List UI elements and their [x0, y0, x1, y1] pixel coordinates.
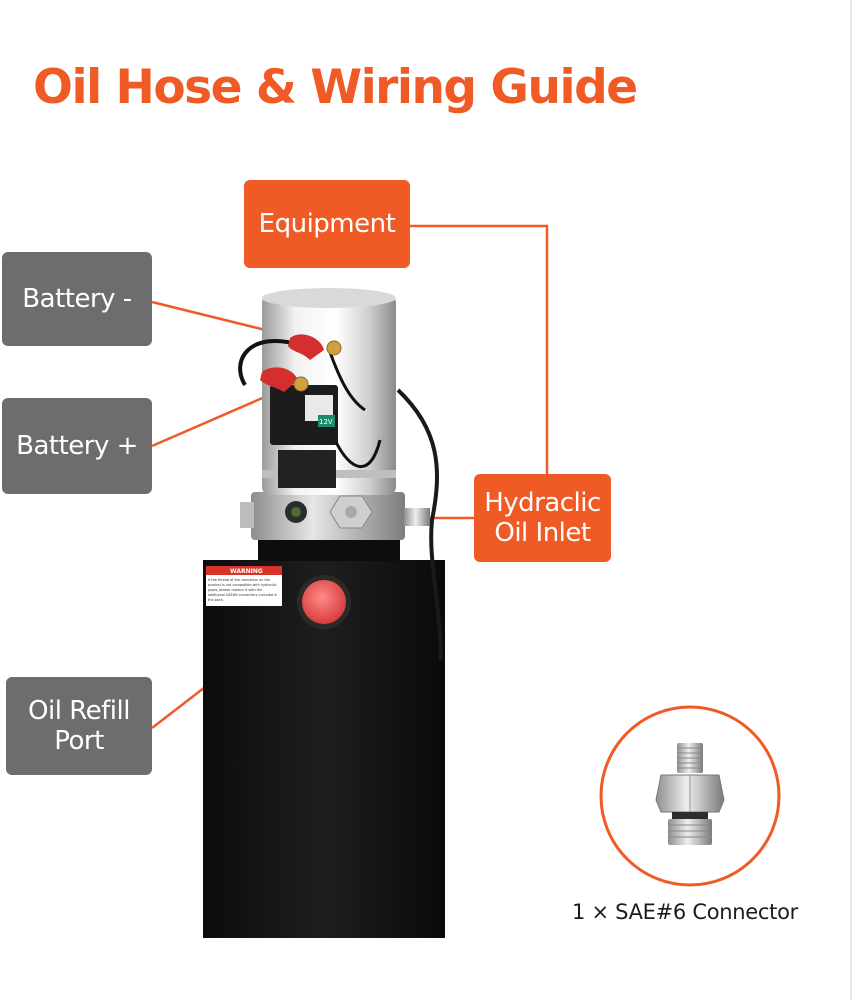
connector-caption: 1 × SAE#6 Connector	[572, 900, 798, 924]
leader-equipment	[410, 224, 549, 474]
refill-cap	[302, 580, 346, 624]
relay-voltage: 12V	[319, 418, 333, 426]
warning-line-3: pipes, please replace it with the	[208, 588, 262, 592]
label-battery-neg: Battery -	[2, 252, 152, 346]
motor-top	[262, 288, 396, 308]
warning-sticker: WARNING If the thread of the connector o…	[206, 566, 282, 606]
hydraulic-hose	[396, 388, 443, 661]
warning-line-2: product is not compatible with hydraulic	[208, 583, 277, 587]
warning-heading: WARNING	[230, 568, 263, 575]
warning-line-1: If the thread of the connector on the	[208, 578, 270, 582]
label-battery-pos-text: Battery +	[16, 431, 138, 461]
label-hydraulic-inlet: Hydraclic Oil Inlet	[474, 474, 611, 562]
label-equipment: Equipment	[244, 180, 410, 268]
sae6-connector-icon	[655, 743, 725, 845]
page-title: Oil Hose & Wiring Guide	[33, 60, 638, 115]
page-edge	[850, 0, 852, 1000]
inlet-fitting	[404, 508, 430, 526]
label-oil-refill: Oil Refill Port	[6, 677, 152, 775]
battery-pos-terminal	[260, 367, 298, 392]
label-battery-pos: Battery +	[2, 398, 152, 494]
label-hydraulic-inlet-text: Hydraclic Oil Inlet	[484, 488, 601, 548]
label-equipment-text: Equipment	[258, 209, 396, 239]
label-oil-refill-text: Oil Refill Port	[28, 696, 130, 756]
warning-line-4: additional SAE#6 connectors included in	[208, 593, 277, 597]
relay-tag	[318, 415, 335, 427]
tank-collar	[258, 537, 400, 561]
label-battery-neg-text: Battery -	[22, 284, 132, 314]
battery-neg-terminal	[288, 334, 324, 360]
warning-line-5: the pack.	[208, 598, 224, 602]
valve-block	[251, 492, 405, 540]
